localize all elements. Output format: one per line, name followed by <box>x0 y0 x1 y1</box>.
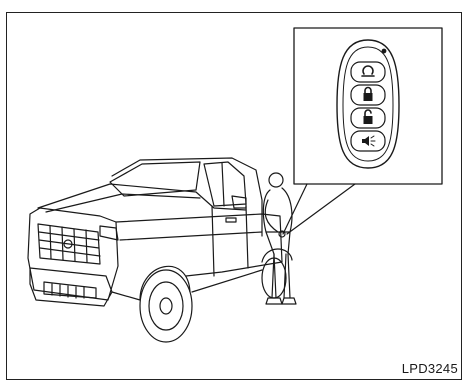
callout-leader-line <box>287 184 355 234</box>
pickup-truck <box>28 158 292 342</box>
grille <box>38 224 100 264</box>
figure-code: LPD3245 <box>402 361 458 376</box>
front-wheel <box>140 270 192 342</box>
callout-leader-line <box>283 184 307 234</box>
callout <box>283 28 442 234</box>
indicator-dot <box>382 49 386 53</box>
person <box>263 173 296 304</box>
